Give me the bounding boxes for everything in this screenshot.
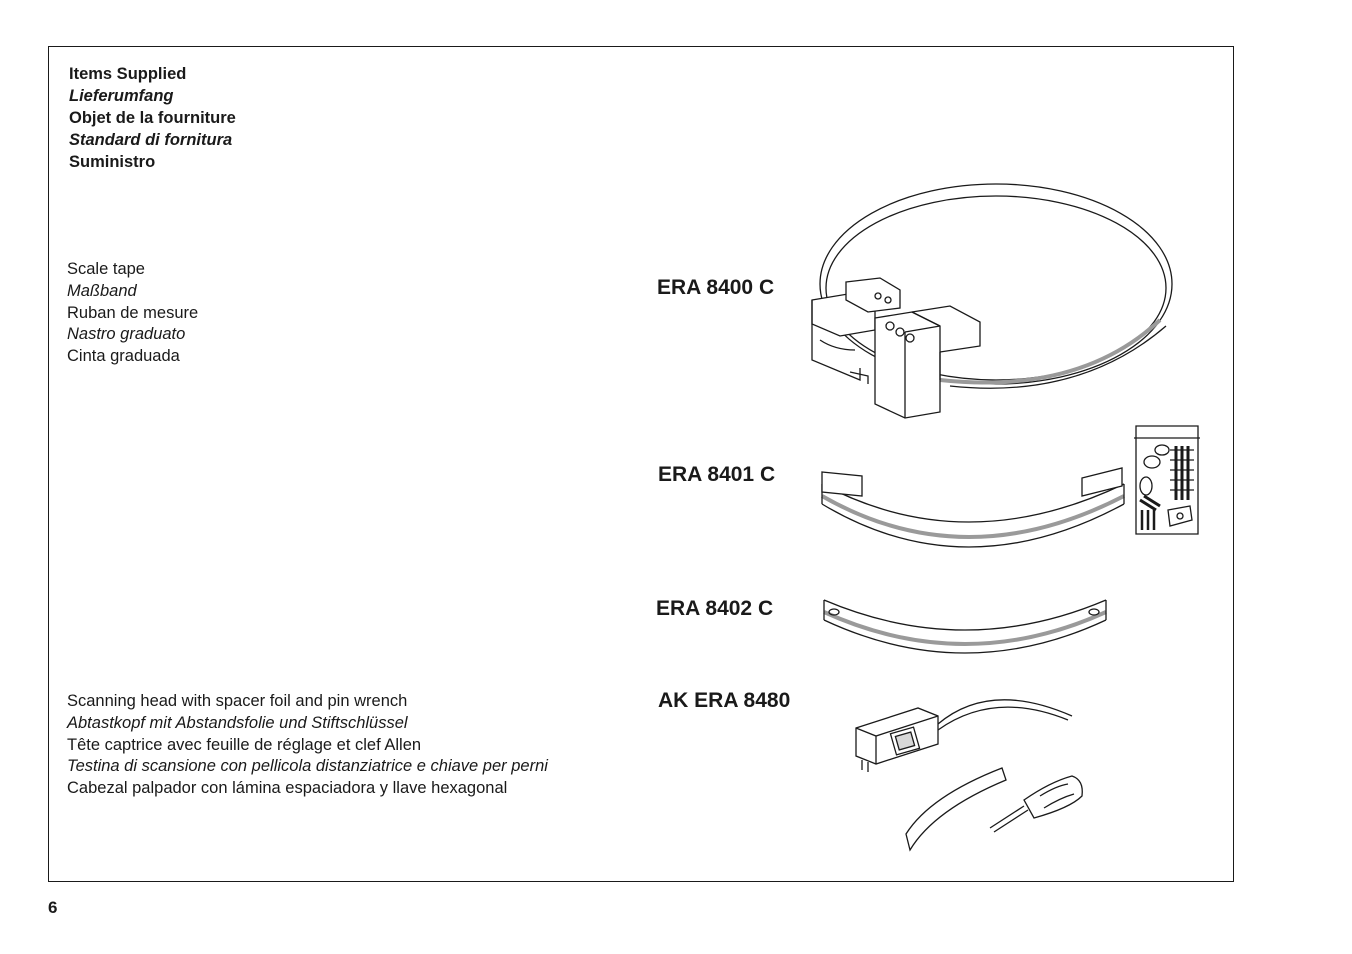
model-label-era-8401c: ERA 8401 C	[658, 463, 776, 486]
model-label-era-8400c: ERA 8400 C	[657, 276, 775, 299]
scanning-head-description: Scanning head with spacer foil and pin w…	[67, 691, 548, 800]
description-line: Abtastkopf mit Abstandsfolie und Stiftsc…	[67, 713, 408, 732]
description-line: Cabezal palpador con lámina espaciadora …	[67, 779, 508, 798]
model-label-era-8402c: ERA 8402 C	[656, 597, 774, 620]
description-line: Cinta graduada	[67, 347, 180, 366]
description-line: Tête captrice avec feuille de réglage et…	[67, 735, 422, 754]
heading-line: Standard di fornitura	[69, 131, 233, 149]
heading-line: Items Supplied	[69, 65, 187, 83]
description-line: Maßband	[67, 281, 137, 300]
description-line: Ruban de mesure	[67, 303, 199, 322]
heading-line: Suministro	[69, 153, 156, 171]
items-supplied-heading: Items Supplied Lieferumfang Objet de la …	[69, 63, 236, 173]
scale-tape-description: Scale tape Maßband Ruban de mesure Nastr…	[67, 259, 198, 368]
model-label-ak-era-8480: AK ERA 8480	[658, 689, 791, 712]
description-line: Testina di scansione con pellicola dista…	[67, 757, 548, 776]
heading-line: Lieferumfang	[69, 87, 174, 105]
description-line: Scanning head with spacer foil and pin w…	[67, 692, 408, 710]
page-frame	[48, 46, 1234, 882]
page-number: 6	[48, 898, 58, 917]
description-line: Scale tape	[67, 260, 145, 278]
description-line: Nastro graduato	[67, 325, 186, 344]
heading-line: Objet de la fourniture	[69, 109, 236, 127]
